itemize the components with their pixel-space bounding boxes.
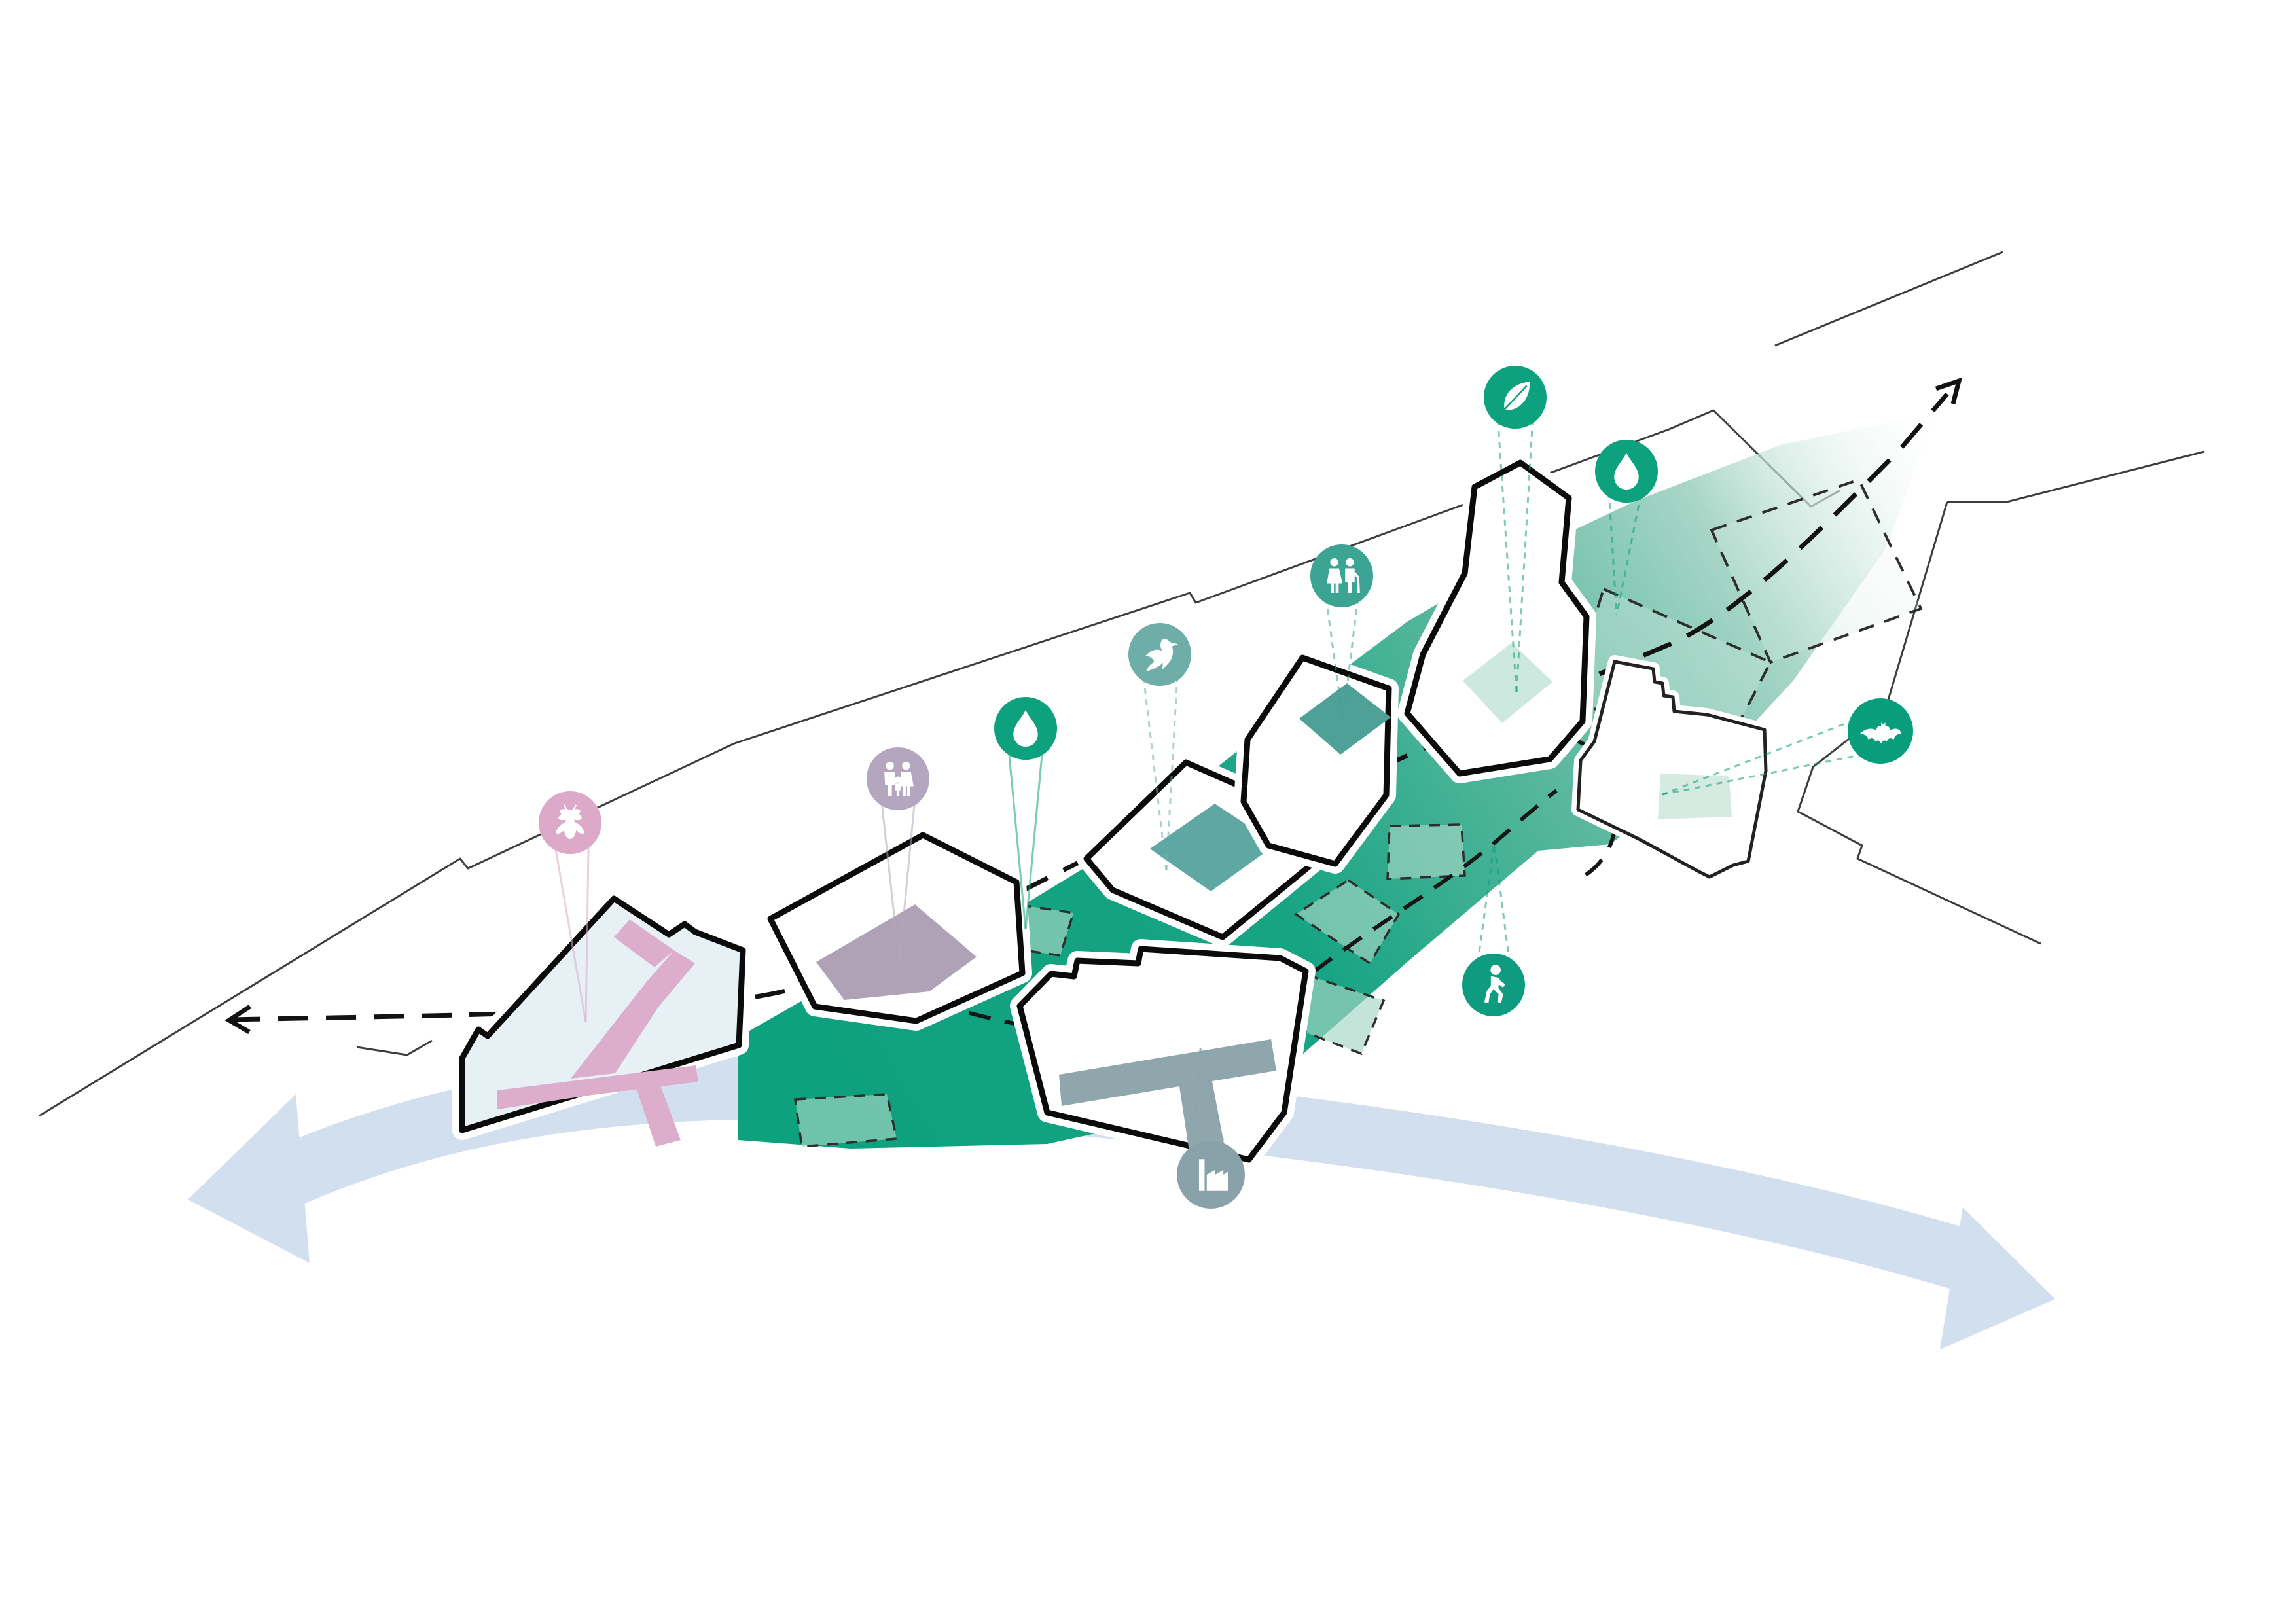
bat-leader-line bbox=[1662, 711, 1876, 796]
pedestrian-callout bbox=[1462, 842, 1525, 1016]
bird-leader-line bbox=[1139, 654, 1168, 871]
bee-leader-line bbox=[550, 824, 587, 1023]
courtyard-purple bbox=[816, 904, 977, 1000]
plot-patch-4 bbox=[1293, 878, 1401, 965]
plot-patch-1 bbox=[794, 1093, 899, 1148]
building-existing-pink bbox=[452, 889, 753, 1147]
building-east bbox=[1571, 655, 1772, 883]
bee-leader-line bbox=[584, 821, 590, 1023]
courtyard-pale-east bbox=[1658, 774, 1732, 819]
water-drop-leader-line bbox=[1005, 728, 1027, 930]
habitat-pink-shape bbox=[497, 919, 698, 1147]
desire-arrow-right bbox=[1935, 377, 1963, 404]
icon-callouts bbox=[539, 366, 1913, 1209]
bee-callout bbox=[539, 791, 601, 1023]
courtyard-teal-1 bbox=[1150, 804, 1276, 891]
courtyard-teal-2 bbox=[1299, 683, 1391, 755]
bird-leader-line bbox=[1165, 654, 1180, 871]
leaf-leader-line bbox=[1495, 397, 1518, 693]
building-tall bbox=[1397, 453, 1596, 783]
plot-patch-5 bbox=[1291, 973, 1386, 1056]
building-elderly bbox=[1234, 648, 1399, 874]
plot-patch-3 bbox=[1386, 823, 1466, 880]
buildings bbox=[452, 453, 1772, 1169]
family-leader-line bbox=[878, 779, 901, 963]
factory-callout bbox=[1177, 1048, 1245, 1209]
leaf-callout bbox=[1484, 366, 1547, 693]
leaf-leader-line bbox=[1515, 397, 1535, 693]
elderly-couple-callout bbox=[1310, 544, 1373, 721]
courtyard-pale-green bbox=[1463, 643, 1552, 723]
water-drop-2-callout bbox=[1595, 440, 1658, 616]
water-drop-callout bbox=[994, 697, 1057, 930]
plot-outline-ne1 bbox=[1710, 478, 1923, 664]
bat-callout bbox=[1662, 698, 1913, 796]
elderly-couple-badge bbox=[1310, 544, 1373, 607]
courtyard-grey bbox=[1059, 1039, 1276, 1156]
bat-leader-line bbox=[1662, 749, 1886, 796]
bird-callout bbox=[1128, 623, 1191, 871]
river-arrowhead-left bbox=[188, 1094, 310, 1263]
river-arrowhead-right bbox=[1940, 1207, 2055, 1349]
family-leader-line bbox=[898, 778, 918, 963]
family-callout bbox=[867, 747, 929, 963]
desire-arrow-left bbox=[224, 1005, 251, 1035]
water-drop-leader-line bbox=[1024, 728, 1046, 930]
